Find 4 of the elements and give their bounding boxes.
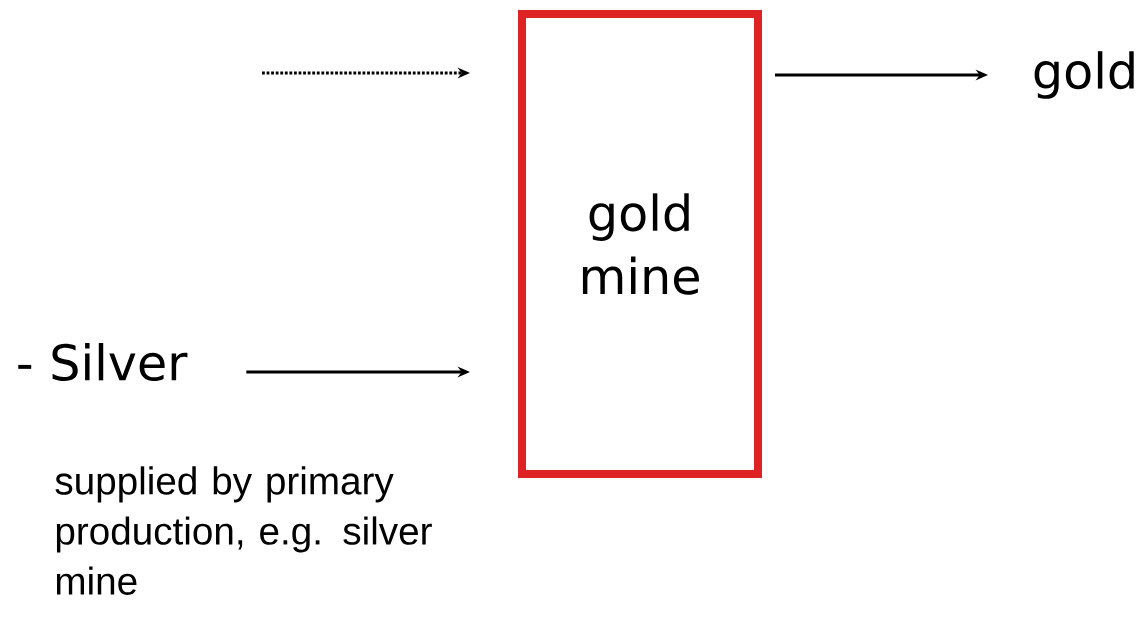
output-label: gold [1034, 51, 1134, 99]
input-label: - Silver [18, 342, 188, 382]
mine-box: gold mine [518, 10, 762, 478]
note-text: supplied by primary production, e.g. silver mine [55, 466, 432, 595]
